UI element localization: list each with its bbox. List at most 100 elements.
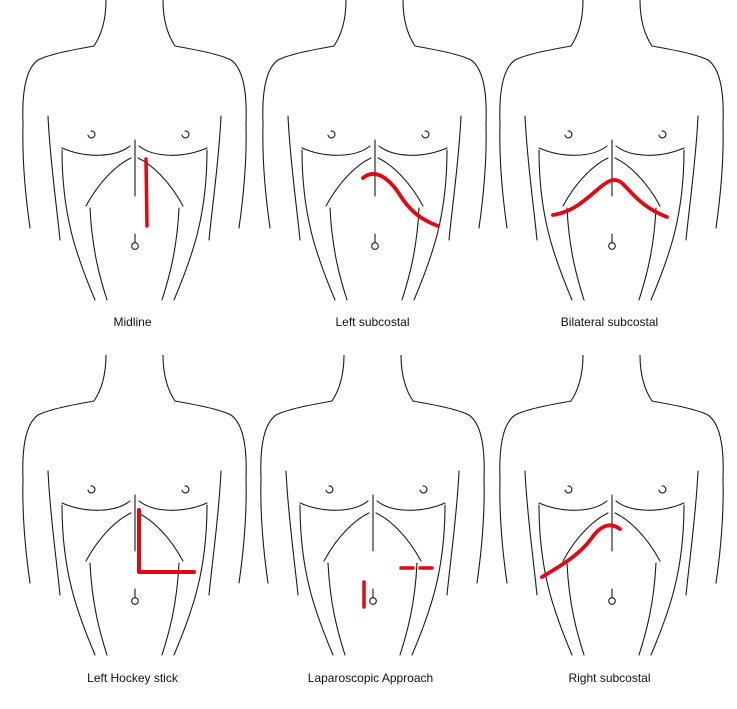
pec-right [378, 145, 448, 156]
right-subcostal-incision [540, 523, 622, 579]
abdomen-right [638, 562, 657, 656]
caption-left-subcostal: Left subcostal [335, 315, 410, 329]
shoulder-left [499, 400, 572, 480]
rib-right [375, 512, 422, 562]
navel [131, 597, 139, 605]
torso-outline [22, 0, 247, 301]
arm-outer-left [499, 478, 508, 584]
shoulder-right [174, 45, 247, 125]
shoulder-left [499, 45, 572, 125]
pec-left [538, 500, 608, 511]
shoulder-left [260, 400, 333, 480]
arm-inner-left [524, 470, 538, 596]
torso-outline [22, 355, 247, 656]
neck-left [570, 0, 584, 47]
neck-left [93, 0, 107, 47]
torso-figure [22, 0, 247, 301]
torso-figure [499, 355, 724, 656]
navel [131, 242, 139, 250]
pec-left [301, 145, 371, 156]
abdomen-left [566, 207, 585, 301]
rib-left [325, 157, 372, 207]
abdomen-right [161, 562, 180, 656]
neck-right [162, 0, 176, 47]
abdomen-right [638, 207, 657, 301]
shoulder-right [174, 400, 247, 480]
incision-group [144, 157, 149, 228]
torso-figure [260, 355, 485, 656]
nipple-right [658, 485, 667, 494]
caption-bilateral-subcostal: Bilateral subcostal [560, 315, 659, 329]
nipple-left [87, 130, 96, 139]
shoulder-right [651, 45, 724, 125]
panel-right-subcostal: Right subcostal [487, 355, 732, 709]
arm-inner-right [446, 470, 460, 596]
rib-left [85, 512, 132, 562]
waist-left [538, 504, 573, 656]
waist-left [61, 149, 96, 301]
arm-inner-right [685, 115, 699, 241]
pec-left [61, 500, 131, 511]
neck-right [400, 355, 414, 402]
abdomen-right [399, 562, 418, 656]
neck-right [639, 0, 653, 47]
midline-incision [144, 157, 149, 228]
caption-right-subcostal: Right subcostal [568, 671, 651, 685]
arm-inner-right [685, 470, 699, 596]
panel-bilateral-subcostal: Bilateral subcostal [487, 0, 732, 354]
torso-outline [260, 355, 485, 656]
arm-outer-right [476, 478, 485, 584]
torso-outline [262, 0, 487, 301]
neck-left [331, 355, 345, 402]
waist-right [411, 504, 446, 656]
arm-outer-left [22, 478, 31, 584]
nipple-right [658, 130, 667, 139]
nipple-left [327, 130, 336, 139]
abdomen-left [89, 207, 108, 301]
abdomen-right [401, 207, 420, 301]
abdomen-right [161, 207, 180, 301]
rib-right [614, 512, 661, 562]
arm-outer-right [238, 123, 247, 229]
pec-right [138, 500, 208, 511]
waist-right [173, 149, 208, 301]
torso-outline [499, 355, 724, 656]
pec-right [376, 500, 446, 511]
panel-midline: Midline [10, 0, 255, 354]
rib-right [137, 157, 184, 207]
pec-right [138, 145, 208, 156]
waist-right [413, 149, 448, 301]
pec-right [615, 500, 685, 511]
arm-outer-right [715, 478, 724, 584]
bilateral-subcostal-incision [551, 178, 669, 219]
caption-midline: Midline [113, 315, 152, 329]
arm-inner-left [47, 115, 61, 241]
nipple-right [181, 485, 190, 494]
incision-group [540, 523, 622, 579]
navel [608, 597, 616, 605]
rib-right [377, 157, 424, 207]
rib-left [85, 157, 132, 207]
abdomen-left [89, 562, 108, 656]
arm-outer-right [478, 123, 487, 229]
caption-laparoscopic-approach: Laparoscopic Approach [307, 671, 434, 685]
waist-left [61, 504, 96, 656]
torso-figure [499, 0, 724, 301]
torso-outline [499, 0, 724, 301]
arm-inner-left [524, 115, 538, 241]
arm-outer-left [260, 478, 269, 584]
incision-group [137, 508, 196, 574]
waist-left [299, 504, 334, 656]
neck-left [333, 0, 347, 47]
arm-inner-left [47, 470, 61, 596]
waist-left [538, 149, 573, 301]
arm-inner-left [285, 470, 299, 596]
caption-left-hockey-stick: Left Hockey stick [87, 671, 178, 685]
incision-group [551, 178, 669, 219]
left-hockey-stick-incision [137, 508, 196, 574]
nipple-right [421, 130, 430, 139]
neck-right [162, 355, 176, 402]
arm-outer-right [715, 123, 724, 229]
waist-right [173, 504, 208, 656]
incision-group [362, 566, 434, 609]
